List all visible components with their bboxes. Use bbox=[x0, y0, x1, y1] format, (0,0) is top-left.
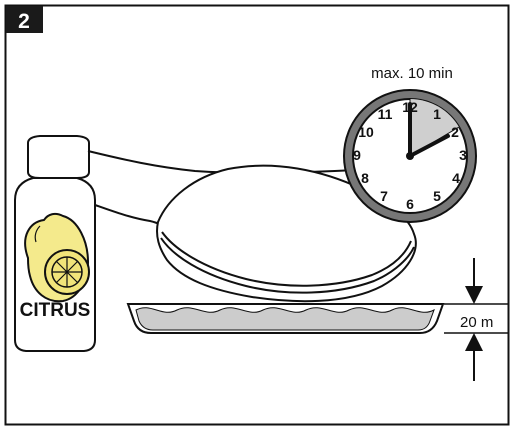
step-badge: 2 bbox=[6, 6, 43, 33]
lemon-icon bbox=[24, 212, 90, 303]
time-window-highlight bbox=[410, 99, 460, 156]
depth-label: 20 m bbox=[460, 314, 493, 331]
depth-indicator: 20 m bbox=[444, 258, 508, 381]
bottle-cap bbox=[27, 135, 90, 179]
clock-center bbox=[406, 152, 414, 160]
clock-numeral-8: 8 bbox=[361, 170, 369, 186]
step-number: 2 bbox=[18, 10, 30, 33]
clock-numeral-2: 2 bbox=[451, 124, 459, 140]
clock-numeral-9: 9 bbox=[353, 147, 361, 163]
clock-numeral-1: 1 bbox=[433, 106, 441, 122]
clock-numeral-5: 5 bbox=[433, 188, 441, 204]
clock-numeral-3: 3 bbox=[459, 147, 467, 163]
clock-hour-hand bbox=[408, 134, 450, 158]
clock-numeral-4: 4 bbox=[452, 170, 460, 186]
citrus-bottle: CITRUS bbox=[14, 135, 96, 352]
clock-numeral-11: 11 bbox=[378, 106, 393, 122]
clock-numeral-10: 10 bbox=[358, 124, 374, 140]
brush-tool bbox=[87, 150, 417, 303]
clock-numeral-6: 6 bbox=[406, 196, 414, 212]
clock-icon: 12 1 2 3 4 5 6 7 8 9 10 11 bbox=[343, 89, 477, 223]
time-caption: max. 10 min bbox=[371, 65, 453, 82]
product-label: CITRUS bbox=[20, 300, 91, 321]
water-tray bbox=[126, 303, 445, 334]
clock-numeral-7: 7 bbox=[380, 188, 388, 204]
